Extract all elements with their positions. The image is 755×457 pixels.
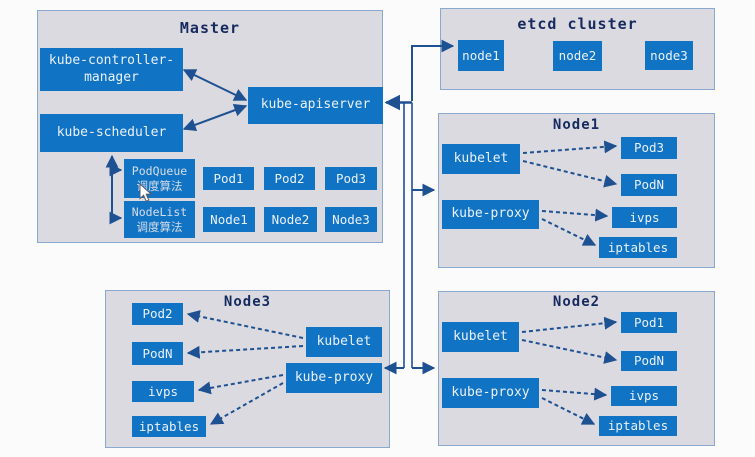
dash-n1-proxy-iptables [541,218,597,246]
node2-podn-box: PodN [621,351,677,371]
arrow-scheduler-apiserver [182,103,248,132]
etcd-node3-label: node3 [650,47,688,63]
podqueue-line2: 调度算法 [136,178,183,193]
kube-controller-manager-line2: manager [84,69,139,85]
nodelist-box: NodeList 调度算法 [124,201,195,238]
node3-title: Node3 [223,294,272,310]
dash-n3-proxy-iptables [209,382,284,425]
etcd-node1-label: node1 [462,47,500,63]
dash-n1-kubelet-podn [522,160,618,188]
node1-podn-box: PodN [621,174,677,196]
master-pod1-box: Pod1 [203,167,254,190]
node3-kubelet-box: kubelet [306,327,382,357]
etcd-node1-box: node1 [458,40,504,71]
node2-pod1-box: Pod1 [621,312,677,333]
node2-kubelet-box: kubelet [442,322,519,352]
node2-title: Node2 [552,294,601,310]
dash-n2-kubelet-pod1 [521,316,618,333]
node3-ivps-label: ivps [147,383,179,399]
node1-podn-label: PodN [633,177,665,193]
dash-n1-proxy-ivps [541,208,609,222]
node1-kubelet-label: kubelet [453,150,509,166]
etcd-node2-label: node2 [558,48,597,64]
dash-n3-kubelet-pod2 [186,310,304,339]
podqueue-line1: PodQueue [131,163,188,178]
node2-kubelet-label: kubelet [453,328,508,344]
mouse-cursor-icon [139,183,153,202]
node2-iptables-box: iptables [599,416,677,436]
master-pod3-box: Pod3 [325,167,377,190]
master-node3-box: Node3 [325,207,377,232]
node3-iptables-label: iptables [138,418,200,434]
master-node3-label: Node3 [332,211,370,227]
node2-kube-proxy-box: kube-proxy [442,378,539,408]
arrow-apiserver-etcd [411,39,455,101]
kube-scheduler-label: kube-scheduler [56,124,167,140]
kube-apiserver-box: kube-apiserver [248,87,383,124]
kube-apiserver-label: kube-apiserver [260,97,371,113]
kube-scheduler-box: kube-scheduler [40,114,183,152]
node2-podn-label: PodN [633,353,665,369]
node1-pod3-box: Pod3 [621,137,677,159]
master-pod2-label: Pod2 [274,170,305,186]
master-pod2-box: Pod2 [264,167,315,190]
node3-iptables-box: iptables [132,416,206,437]
node1-iptables-label: iptables [607,239,669,255]
master-node1-box: Node1 [203,207,255,232]
node2-kube-proxy-label: kube-proxy [451,384,530,400]
node3-kubelet-label: kubelet [316,333,372,349]
kube-controller-manager-box: kube-controller- manager [40,48,183,91]
node1-title: Node1 [552,117,601,133]
node3-podn-label: PodN [142,345,173,361]
kube-controller-manager-line1: kube-controller- [48,53,175,69]
node1-iptables-box: iptables [599,237,677,258]
dash-n3-kubelet-podn [186,345,304,359]
node3-kube-proxy-box: kube-proxy [286,363,382,393]
node2-pod1-label: Pod1 [633,314,665,330]
master-pod1-label: Pod1 [213,170,244,186]
node2-iptables-label: iptables [607,418,669,434]
node3-podn-box: PodN [132,342,183,365]
master-node2-label: Node2 [271,211,310,227]
node3-kube-proxy-label: kube-proxy [294,369,374,385]
master-node2-box: Node2 [264,207,317,232]
dash-n2-kubelet-podn [521,339,618,364]
etcd-node2-box: node2 [553,41,602,71]
node1-ivps-box: ivps [612,207,677,228]
nodelist-line1: NodeList [131,204,188,219]
etcd-cluster-title: etcd cluster [517,15,638,33]
node1-ivps-label: ivps [629,209,660,225]
master-title: Master [179,19,241,37]
master-pod3-label: Pod3 [335,170,367,186]
dash-n2-proxy-iptables [541,397,596,425]
node1-kube-proxy-label: kube-proxy [451,206,530,222]
podqueue-box: PodQueue 调度算法 [124,159,195,198]
master-node1-label: Node1 [210,211,248,227]
node1-kube-proxy-box: kube-proxy [442,200,539,229]
node1-pod3-label: Pod3 [633,140,665,156]
node3-pod2-label: Pod2 [142,306,173,322]
arrow-controller-apiserver [182,69,248,101]
node2-ivps-label: ivps [628,388,660,404]
node3-pod2-box: Pod2 [132,303,183,325]
etcd-node3-box: node3 [645,41,693,70]
dash-n3-proxy-ivps [197,374,284,395]
node1-kubelet-box: kubelet [442,144,520,174]
node3-ivps-box: ivps [132,381,194,402]
dash-n2-proxy-ivps [541,387,608,401]
dash-n1-kubelet-pod3 [522,140,618,154]
nodelist-line2: 调度算法 [136,219,183,234]
node2-ivps-box: ivps [611,386,677,406]
